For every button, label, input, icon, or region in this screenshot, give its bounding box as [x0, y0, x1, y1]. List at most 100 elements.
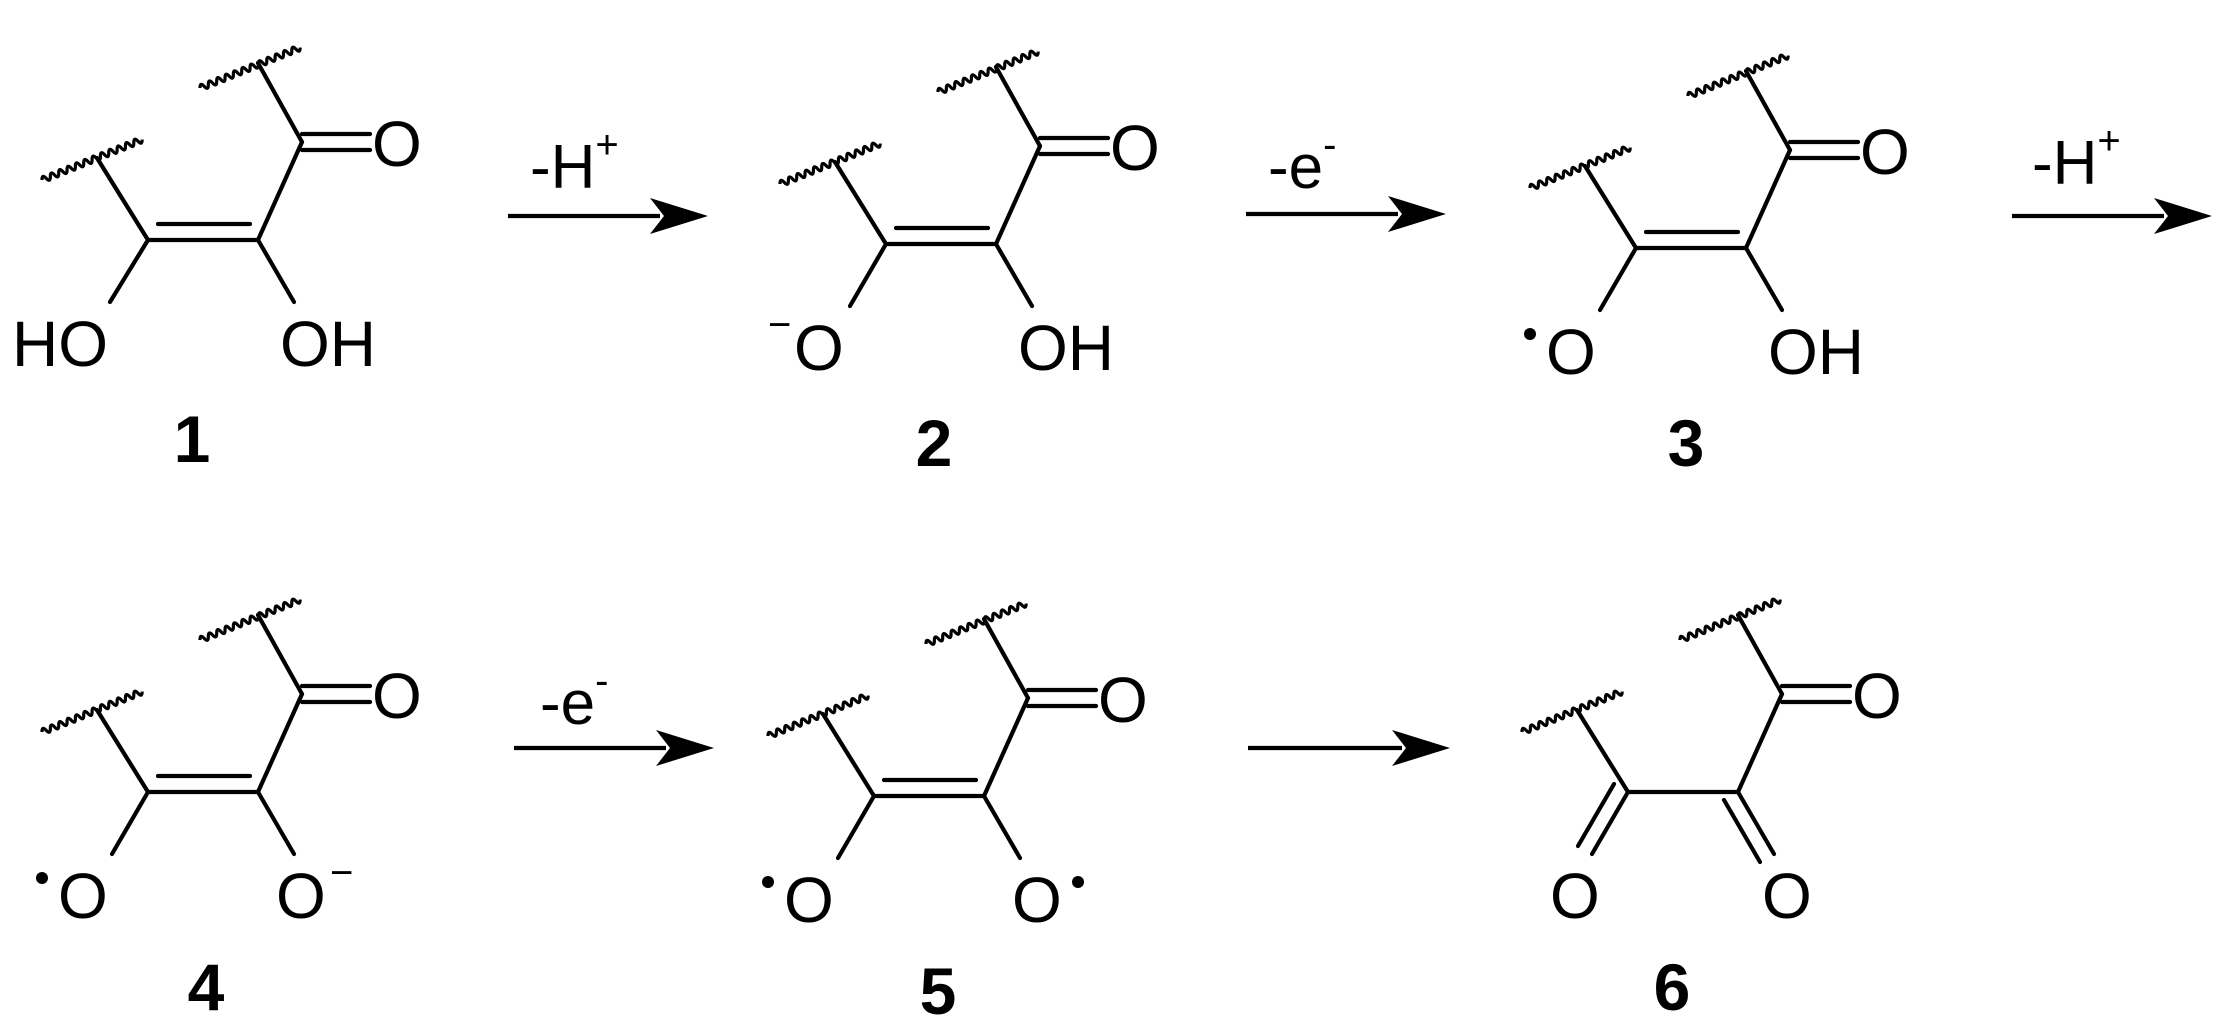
reaction-arrow-1: -H+ [508, 123, 708, 234]
carbonyl-bond [1735, 789, 1777, 857]
bond [109, 789, 151, 857]
hydroxyl-right: OH [1768, 316, 1864, 388]
carbonyl-oxygen: O [1860, 116, 1910, 188]
carbonyl-oxygen-right: O [1762, 860, 1812, 932]
compound-label: 4 [188, 950, 225, 1024]
bond [1597, 245, 1639, 313]
bond [1735, 691, 1785, 795]
bond [1743, 68, 1793, 153]
bond [94, 155, 151, 243]
bond [981, 793, 1023, 861]
negative-charge: − [768, 303, 791, 347]
reaction-arrow-3: -H+ [2012, 119, 2212, 234]
bond [255, 612, 305, 697]
bond [255, 139, 305, 243]
oxide-right: O [276, 860, 326, 932]
compound-label: 1 [174, 402, 211, 476]
compound-label: 2 [916, 406, 953, 480]
carbonyl-oxygen: O [372, 108, 422, 180]
arrow-head [1392, 730, 1450, 766]
wavy-bond-left [765, 691, 871, 741]
compound-6: O O O 6 [1519, 595, 1902, 1024]
wavy-bond-right [1677, 595, 1783, 645]
radical-dot [762, 876, 774, 888]
wavy-bond-left [39, 687, 145, 737]
step-sup: - [595, 659, 608, 703]
bond [107, 237, 151, 305]
step-label: -e- [1268, 123, 1336, 202]
step-base: -H [530, 133, 595, 202]
oxygen-radical-left: O [784, 864, 834, 936]
bond [1574, 707, 1631, 795]
compound-label: 6 [1654, 950, 1691, 1024]
step-label: -H+ [2032, 119, 2121, 198]
bond [1743, 245, 1785, 313]
wavy-bond-right [935, 47, 1041, 97]
reaction-arrow-2: -e- [1246, 123, 1446, 232]
bond [847, 241, 889, 309]
radical-dot [36, 872, 48, 884]
carbonyl-bond [1721, 797, 1763, 865]
arrow-head [2154, 198, 2212, 234]
bond [835, 793, 877, 861]
step-sup: - [1323, 123, 1336, 167]
step-label: -e- [540, 659, 608, 738]
compound-1: O HO OH 1 [12, 43, 422, 476]
bond [820, 711, 877, 799]
hydroxyl-right: OH [280, 308, 376, 380]
oxygen-radical-left: O [1546, 316, 1596, 388]
bond [94, 707, 151, 795]
wavy-bond-left [39, 135, 145, 185]
step-sup: + [595, 123, 618, 167]
reaction-arrow-4: -e- [514, 659, 714, 766]
wavy-bond-right [197, 595, 303, 645]
step-label: -H+ [530, 123, 619, 202]
bond [832, 159, 889, 247]
step-sup: + [2097, 119, 2120, 163]
oxide-left: O [794, 312, 844, 384]
arrow-head [656, 730, 714, 766]
compound-5: O O O 5 [762, 599, 1148, 1024]
bond [993, 143, 1043, 247]
negative-charge: − [330, 851, 353, 895]
bond [993, 64, 1043, 149]
bond [255, 60, 305, 145]
bond [1735, 612, 1785, 697]
wavy-bond-left [1519, 687, 1625, 737]
hydroxyl-left: HO [12, 308, 108, 380]
wavy-bond-right [1685, 51, 1791, 101]
radical-dot [1072, 876, 1084, 888]
step-base: -H [2032, 129, 2097, 198]
carbonyl-oxygen: O [1110, 112, 1160, 184]
carbonyl-oxygen: O [1098, 664, 1148, 736]
carbonyl-bond [1575, 781, 1617, 849]
hydroxyl-right: OH [1018, 312, 1114, 384]
wavy-bond-left [777, 139, 883, 189]
compound-3: O O OH 3 [1524, 51, 1910, 480]
arrow-head [650, 198, 708, 234]
compound-2: O − O OH 2 [768, 47, 1160, 480]
bond [993, 241, 1035, 309]
step-base: -e [1268, 133, 1323, 202]
reaction-arrow-5 [1248, 730, 1450, 766]
compound-label: 5 [920, 954, 957, 1024]
oxygen-radical-left: O [58, 860, 108, 932]
bond [1743, 147, 1793, 251]
bond [255, 691, 305, 795]
compound-4: O O O − 4 [36, 595, 422, 1024]
bond [255, 237, 297, 305]
bond [255, 789, 297, 857]
bond [981, 616, 1031, 701]
radical-dot [1524, 328, 1536, 340]
bond [981, 695, 1031, 799]
compound-label: 3 [1668, 406, 1705, 480]
carbonyl-bond [1589, 789, 1631, 857]
wavy-bond-right [923, 599, 1029, 649]
oxygen-radical-right: O [1012, 864, 1062, 936]
bond [1582, 163, 1639, 251]
arrow-head [1388, 196, 1446, 232]
carbonyl-oxygen: O [1852, 660, 1902, 732]
step-base: -e [540, 669, 595, 738]
wavy-bond-right [197, 43, 303, 93]
